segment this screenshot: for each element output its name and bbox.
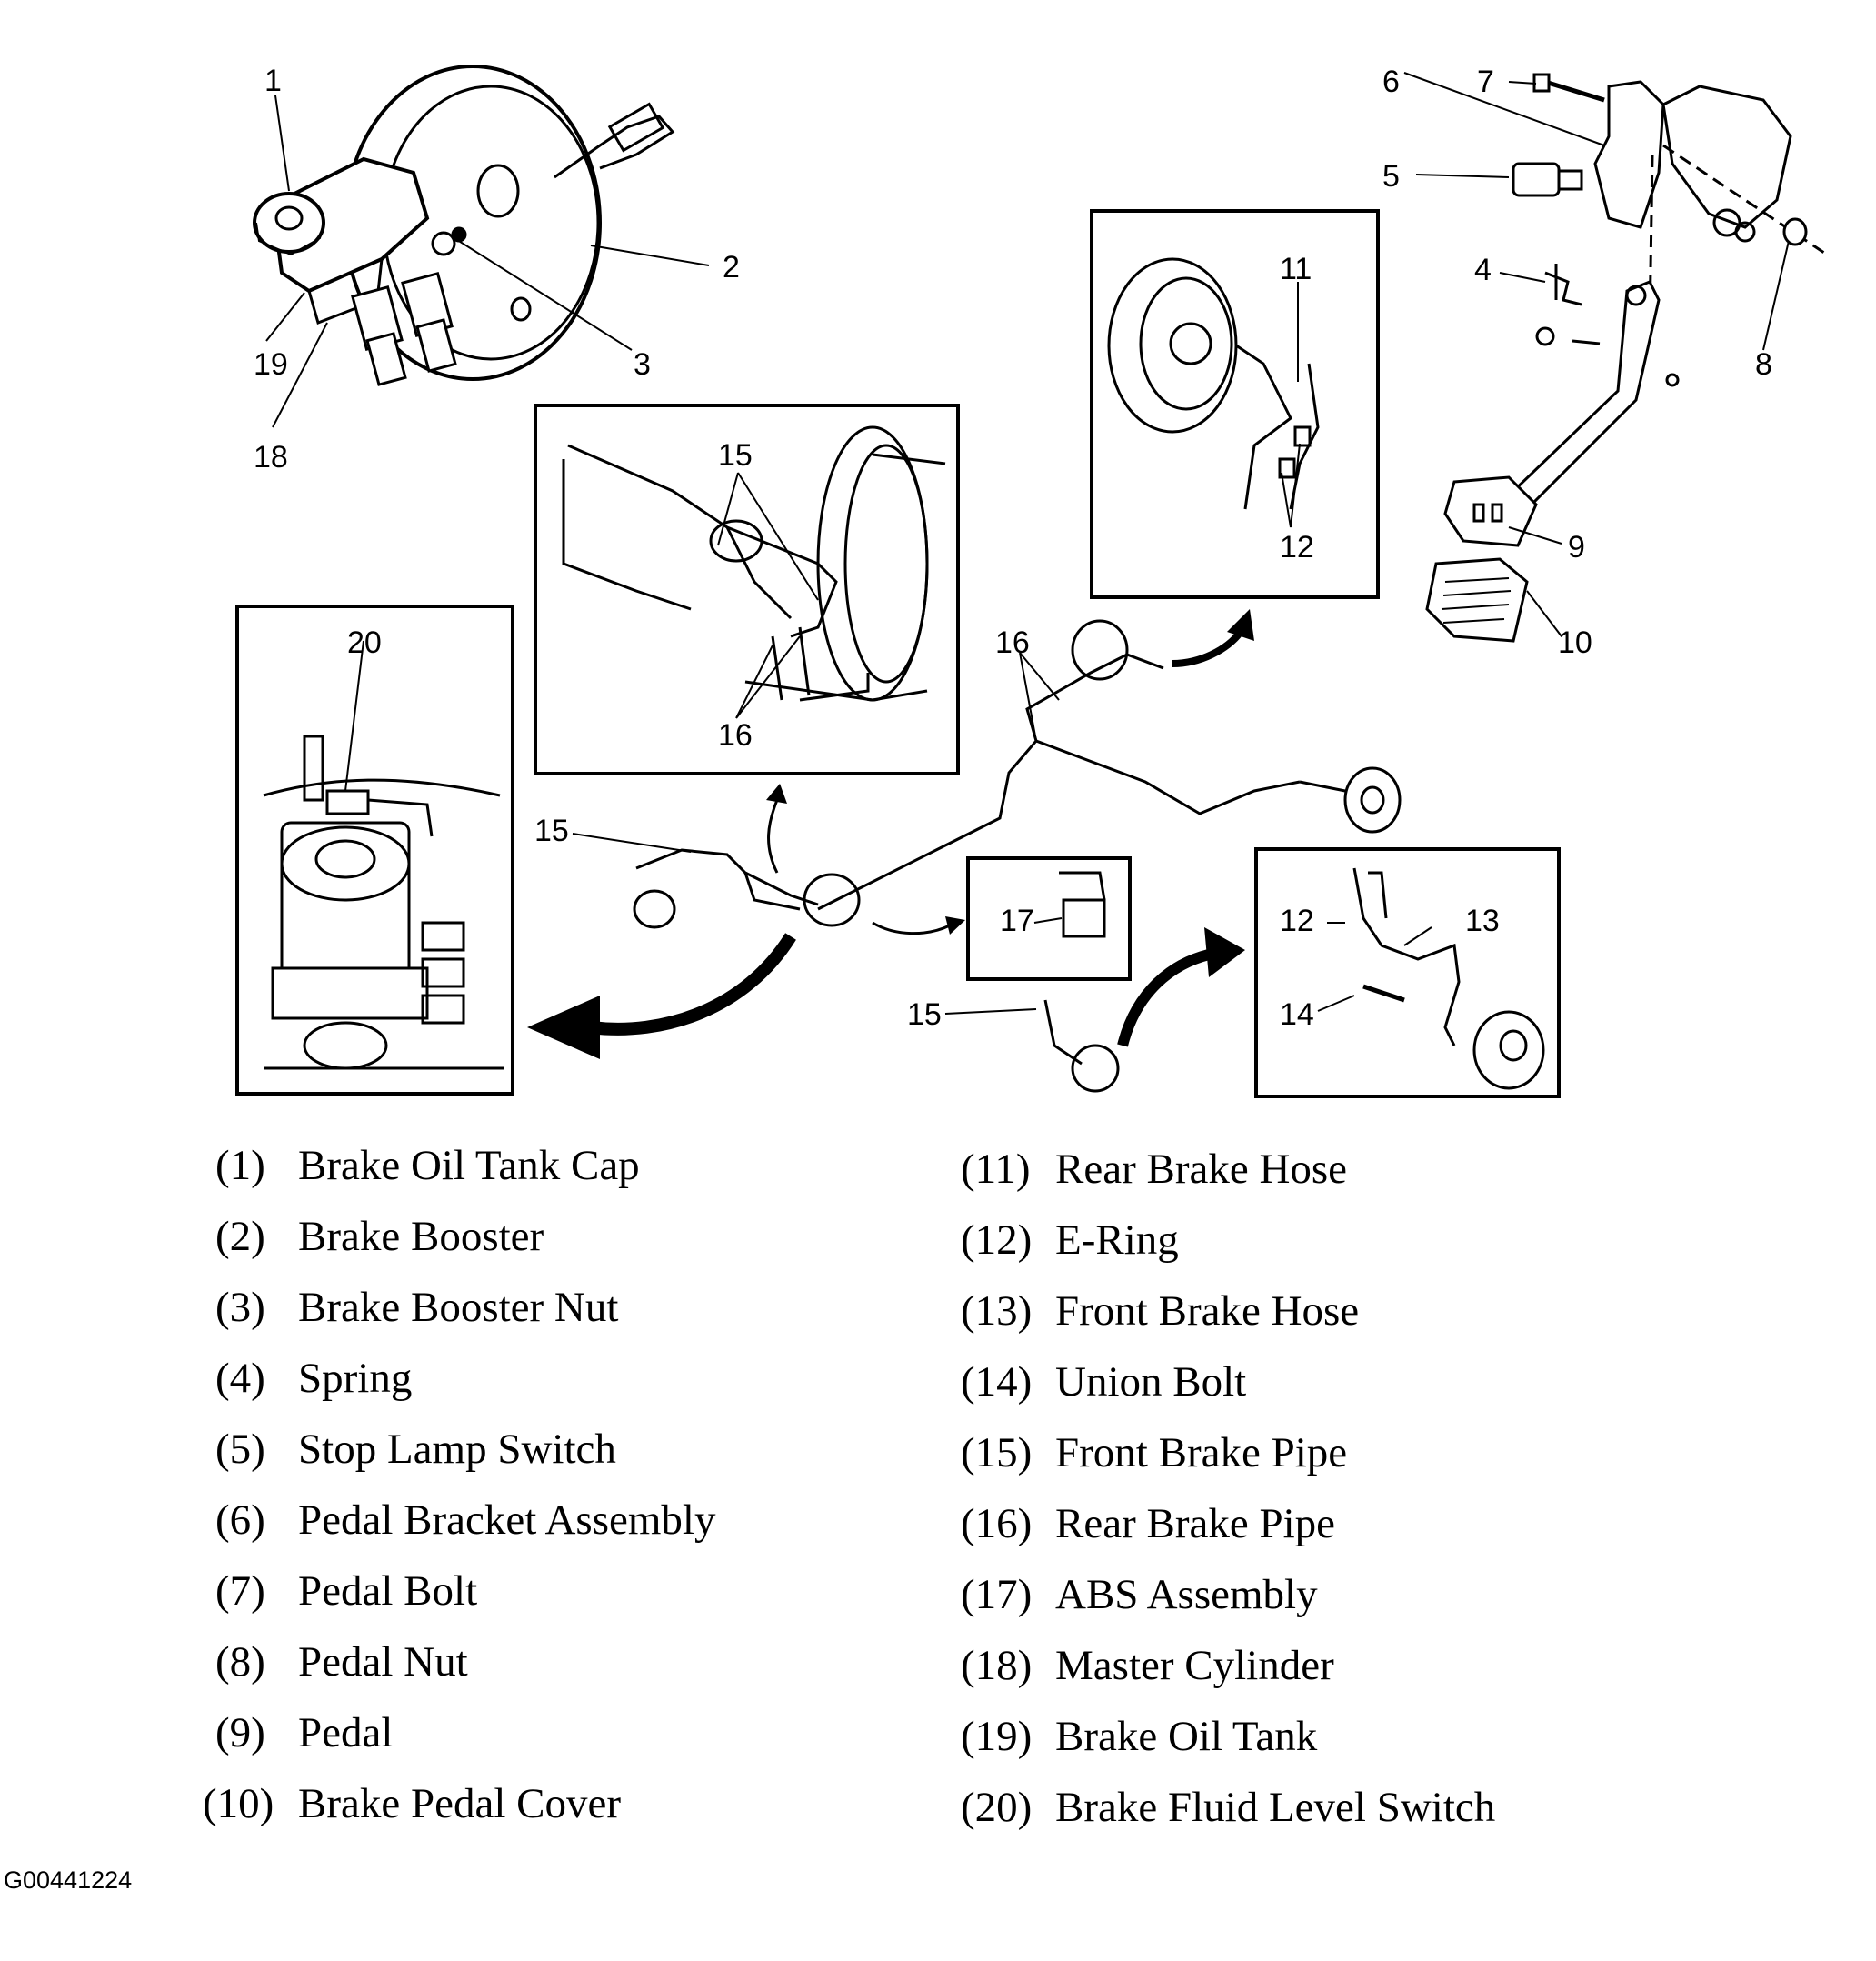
callout-12-rear: 12 [1280,530,1314,565]
callout-1: 1 [264,64,282,98]
arrow-to-front-hose-inset [1117,927,1245,1047]
stop-lamp-switch [1512,162,1583,197]
legend-item-16: (16)Rear Brake Pipe [961,1500,1336,1547]
pedal [1443,280,1680,547]
legend-item-15: (15)Front Brake Pipe [961,1429,1348,1476]
brake-system-diagram: 1 2 3 19 18 6 7 5 4 8 9 10 11 12 20 15 1… [235,64,1828,1098]
legend-item-1: (1)Brake Oil Tank Cap [215,1142,640,1189]
callout-16-main: 16 [995,625,1030,660]
arrow-to-rear-hose-inset [1172,609,1254,667]
callout-12-front: 12 [1280,904,1314,938]
callout-17: 17 [1000,904,1034,938]
callout-4: 4 [1474,253,1492,287]
callouts: 1 2 3 19 18 6 7 5 4 8 9 10 11 12 20 15 1… [254,64,1772,1032]
arrow-to-abs-inset [872,916,965,935]
legend-item-12: (12)E-Ring [961,1216,1179,1264]
callout-5: 5 [1382,159,1400,194]
arrow-to-booster-inset [766,784,787,874]
inset-front-brake-hose [1254,847,1561,1098]
callout-7: 7 [1477,65,1494,99]
spring [1544,264,1582,306]
brake-oil-tank-cap [253,192,325,256]
legend-item-7: (7)Pedal Bolt [215,1567,478,1615]
callout-15-front: 15 [907,997,942,1032]
callout-19: 19 [254,347,288,382]
legend-item-14: (14)Union Bolt [961,1358,1247,1406]
callout-14: 14 [1280,997,1314,1032]
callout-16-inset: 16 [718,718,753,753]
legend-item-20: (20)Brake Fluid Level Switch [961,1784,1496,1831]
callout-20: 20 [347,625,382,660]
legend-item-8: (8)Pedal Nut [215,1638,468,1686]
legend-item-6: (6)Pedal Bracket Assembly [215,1496,716,1544]
legend-item-4: (4)Spring [215,1355,413,1402]
legend-item-2: (2)Brake Booster [215,1213,544,1260]
callout-11: 11 [1280,252,1312,286]
pedal-bracket-assembly [1593,80,1828,328]
callout-3: 3 [634,347,651,382]
callout-9: 9 [1568,530,1585,565]
callout-8: 8 [1755,347,1772,382]
callout-18: 18 [254,440,288,475]
legend-item-18: (18)Master Cylinder [961,1642,1334,1689]
inset-brake-fluid-level-switch [235,605,514,1096]
legend-item-13: (13)Front Brake Hose [961,1287,1360,1335]
brake-piping [633,619,1402,1093]
leader-lines [265,72,1790,1015]
legend-item-11: (11)Rear Brake Hose [961,1146,1348,1193]
callout-15-left: 15 [534,814,569,848]
master-cylinder [270,156,467,386]
callout-6: 6 [1382,65,1400,99]
callout-10: 10 [1558,625,1592,660]
inset-rear-brake-hose [1090,209,1380,599]
inset-abs-assembly [966,856,1132,981]
legend-item-19: (19)Brake Oil Tank [961,1713,1318,1760]
legend-item-17: (17)ABS Assembly [961,1571,1318,1618]
callout-2: 2 [723,250,740,285]
callout-15-inset: 15 [718,438,753,473]
legend-item-3: (3)Brake Booster Nut [215,1284,619,1331]
legend-item-5: (5)Stop Lamp Switch [215,1426,616,1473]
brake-pedal-cover [1425,557,1529,643]
pedal-bolt [1532,73,1605,103]
pedal-nut [1782,217,1808,246]
figure-code: G00441224 [4,1866,133,1894]
legend-item-10: (10)Brake Pedal Cover [203,1780,622,1827]
callout-13: 13 [1465,904,1500,938]
legend-item-9: (9)Pedal [215,1709,394,1756]
arrow-to-fluid-switch-inset [527,933,796,1059]
